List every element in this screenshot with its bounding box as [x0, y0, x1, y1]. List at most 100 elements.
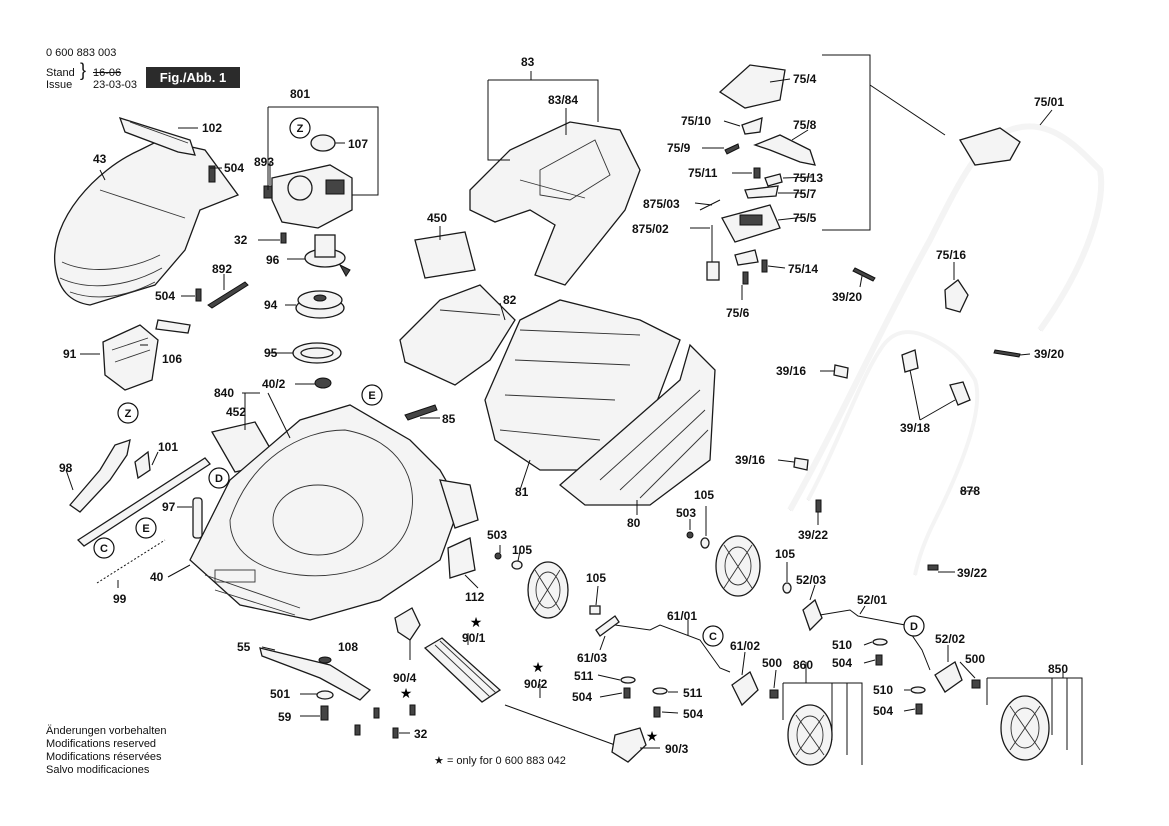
screw-32: [280, 232, 287, 244]
handle-grip-102: [118, 116, 196, 156]
washer-105b: [700, 537, 710, 549]
label-452: 452: [226, 405, 246, 419]
label-97: 97: [162, 500, 176, 514]
screw-504c: [623, 687, 631, 699]
label-75-8: 75/8: [793, 118, 817, 132]
upper-handle-75-01: [787, 123, 1105, 512]
cover-75-4: [718, 64, 786, 109]
issue-label: Issue: [46, 79, 73, 91]
brace-icon: }: [80, 60, 87, 80]
callout-z-2: Z: [117, 402, 139, 424]
washer-511b: [652, 687, 668, 695]
label-450: 450: [427, 211, 447, 225]
axle-bracket: [134, 450, 151, 480]
lever-98: [69, 439, 131, 513]
label-90-3: 90/3: [665, 742, 689, 756]
label-504c: 504: [572, 690, 592, 704]
knob-39-18a: [901, 349, 919, 373]
washer-510a: [872, 638, 888, 646]
label-75-10: 75/10: [681, 114, 711, 128]
label-75-16: 75/16: [936, 248, 966, 262]
callout-d-1: D: [208, 467, 230, 489]
screw-504b: [195, 288, 202, 302]
note-es: Salvo modificaciones: [46, 764, 150, 776]
label-510b: 510: [873, 683, 893, 697]
label-43: 43: [93, 152, 107, 166]
label-82: 82: [503, 293, 517, 307]
screw-39-22b: [927, 564, 939, 571]
label-504d: 504: [683, 707, 703, 721]
axle-101: [76, 457, 211, 547]
label-52-01: 52/01: [857, 593, 887, 607]
label-39-22: 39/22: [798, 528, 828, 542]
screw-503: [494, 552, 502, 560]
label-504: 504: [224, 161, 244, 175]
label-892: 892: [212, 262, 232, 276]
svg-text:C: C: [100, 543, 108, 555]
label-81: 81: [515, 485, 529, 499]
footnote: ★ = only for 0 600 883 042: [434, 754, 566, 767]
cap-107: [310, 134, 336, 152]
label-90-4: 90/4: [393, 671, 417, 685]
part-labels: 102 43 504 893 801 107 32 96 892 504 94 …: [59, 55, 1068, 756]
stand-label: Stand: [46, 67, 75, 79]
svg-text:★: ★: [532, 659, 545, 675]
bracket-52-03: [802, 598, 823, 632]
axle-52-01: [819, 609, 931, 671]
label-75-13: 75/13: [793, 171, 823, 185]
figure-title: Fig./Abb. 1: [146, 67, 240, 88]
label-32b: 32: [414, 727, 428, 741]
bracket-83-lines: [487, 79, 599, 161]
belt-95-inner: [300, 347, 334, 359]
label-510: 510: [832, 638, 852, 652]
label-39-16: 39/16: [776, 364, 806, 378]
svg-text:★: ★: [470, 614, 483, 630]
label-75-7: 75/7: [793, 187, 817, 201]
label-55: 55: [237, 640, 251, 654]
label-83: 83: [521, 55, 535, 69]
guard-112: [447, 537, 476, 579]
wheel-rear-left: [715, 535, 761, 597]
axle-61-01: [614, 624, 731, 673]
screw-a: [373, 707, 380, 719]
label-75-5: 75/5: [793, 211, 817, 225]
shaft-90-2: [504, 704, 616, 746]
svg-text:E: E: [142, 523, 149, 535]
pulley-94: [295, 290, 345, 319]
leader-lines: [65, 71, 1064, 749]
label-105d: 105: [775, 547, 795, 561]
bolt-59: [320, 705, 329, 721]
bracket-860-lines: [782, 682, 863, 765]
screw-39-22: [815, 499, 822, 513]
hood-43: [54, 139, 240, 306]
callout-e-2: E: [135, 517, 157, 539]
label-801: 801: [290, 87, 310, 101]
wheel-860: [787, 704, 833, 766]
label-83-84: 83/84: [548, 93, 578, 107]
part-75-7: [744, 185, 779, 199]
label-503b: 503: [676, 506, 696, 520]
label-101: 101: [158, 440, 178, 454]
label-75-6: 75/6: [726, 306, 750, 320]
label-105: 105: [512, 543, 532, 557]
fan-96: [304, 234, 351, 277]
grassbox-frame-80: [558, 343, 716, 506]
label-504f: 504: [873, 704, 893, 718]
deck-40: [189, 404, 479, 621]
label-102: 102: [202, 121, 222, 135]
screw-c: [354, 724, 361, 736]
label-96: 96: [266, 253, 280, 267]
label-500: 500: [762, 656, 782, 670]
bracket-52-02: [934, 661, 963, 693]
label-500b: 500: [965, 652, 985, 666]
label-893: 893: [254, 155, 274, 169]
note-fr: Modifications réservées: [46, 751, 162, 763]
notes-block: Änderungen vorbehalten Modifications res…: [46, 725, 166, 777]
label-107: 107: [348, 137, 368, 151]
label-503: 503: [487, 528, 507, 542]
cap-90-3: [611, 727, 647, 763]
label-91: 91: [63, 347, 77, 361]
washer-511a: [620, 676, 636, 684]
bearing-40-2: [314, 377, 332, 389]
svg-text:★: ★: [646, 728, 659, 744]
